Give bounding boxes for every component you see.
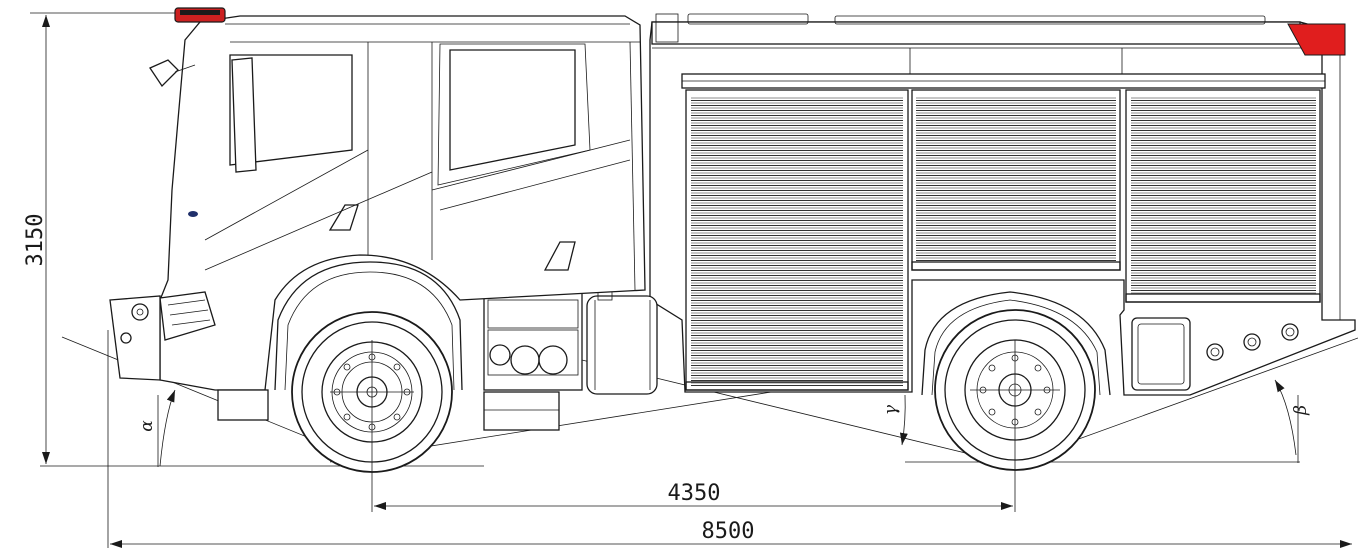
roller-shutter-right	[1125, 89, 1321, 303]
ramp-angle-label: γ	[881, 404, 901, 415]
outlet-connector-1	[1206, 343, 1224, 361]
rear-wheel-arch	[921, 291, 1111, 396]
rear-marker-light	[1287, 23, 1346, 56]
tow-hook	[131, 303, 149, 321]
wheelbase-label: 4350	[668, 481, 721, 506]
rear-lower-panel	[1131, 317, 1299, 391]
side-mirror	[149, 59, 179, 88]
front-wheel-arch	[274, 261, 463, 391]
overall-length-label: 8500	[702, 519, 755, 544]
cab-badge	[188, 211, 198, 217]
rear-wheel	[934, 309, 1096, 512]
door-handle-rear	[543, 241, 576, 271]
roller-shutter-middle	[911, 89, 1121, 271]
height-label: 3150	[23, 214, 48, 267]
approach-angle-label: α	[137, 420, 157, 432]
cab-step	[217, 389, 269, 421]
roller-shutter-left	[685, 89, 909, 391]
cab	[109, 7, 646, 421]
chassis-equipment	[483, 289, 658, 431]
door-handle-front	[328, 204, 359, 231]
front-bumper	[109, 295, 161, 381]
outlet-connector-2	[1243, 333, 1261, 351]
departure-angle-label: β	[1291, 405, 1311, 416]
overall-length-dimension	[107, 330, 1352, 548]
front-wheel	[291, 311, 453, 512]
ground-lines	[40, 461, 1300, 467]
step-lower	[483, 391, 560, 431]
fuel-tank	[586, 295, 658, 395]
outlet-connector-3	[1281, 323, 1299, 341]
